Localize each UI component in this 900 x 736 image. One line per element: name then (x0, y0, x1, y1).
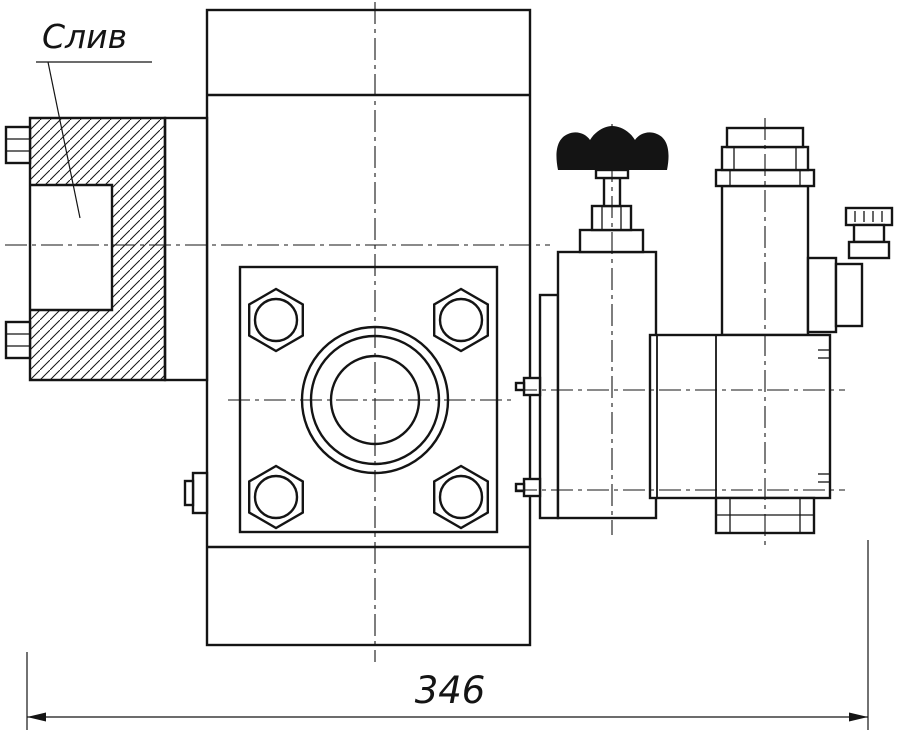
dimension-value-text: 346 (415, 669, 486, 712)
dimension-group: 346 (26, 540, 869, 730)
drain-fitting-bolt-bottom (4, 320, 32, 360)
drain-fitting-group (4, 116, 209, 382)
valve-handwheel-knob (556, 126, 669, 170)
dimension-arrow-right (849, 712, 868, 722)
valve-body (556, 250, 658, 520)
hex-bolt-bottom-left-circle (253, 474, 299, 520)
side-fitting-outer (834, 262, 864, 328)
hex-bolt-bottom-right-circle (438, 474, 484, 520)
drain-leader-line (47, 61, 81, 219)
body-side-plug-tip (183, 479, 195, 507)
side-fitting-inner (806, 256, 838, 334)
body-side-plug (191, 471, 209, 515)
plate-bolt-lower-tip (514, 482, 526, 493)
relief-valve-group (514, 126, 669, 520)
centerlines-group (5, 2, 845, 662)
drain-fitting-neck (163, 116, 209, 382)
right-cartridge-group (648, 126, 894, 535)
plate-bolt-lower (522, 477, 542, 498)
hex-bolt-top-right-circle (438, 297, 484, 343)
nipple-base (847, 240, 891, 260)
plate-bolt-upper (522, 376, 542, 397)
nipple-middle (852, 223, 886, 244)
manifold-block (648, 333, 832, 500)
drain-fitting-bolt-top (4, 125, 32, 165)
plate-bolt-upper-tip (514, 381, 526, 392)
drain-annotation-group: Слив (36, 17, 152, 219)
drain-label-text: Слив (42, 17, 127, 56)
dimension-arrow-left (27, 712, 46, 722)
drain-fitting-section-hatched (28, 116, 167, 382)
valve-mounting-plate (538, 293, 560, 520)
nipple-top (844, 206, 894, 227)
hex-bolt-top-left-circle (253, 297, 299, 343)
